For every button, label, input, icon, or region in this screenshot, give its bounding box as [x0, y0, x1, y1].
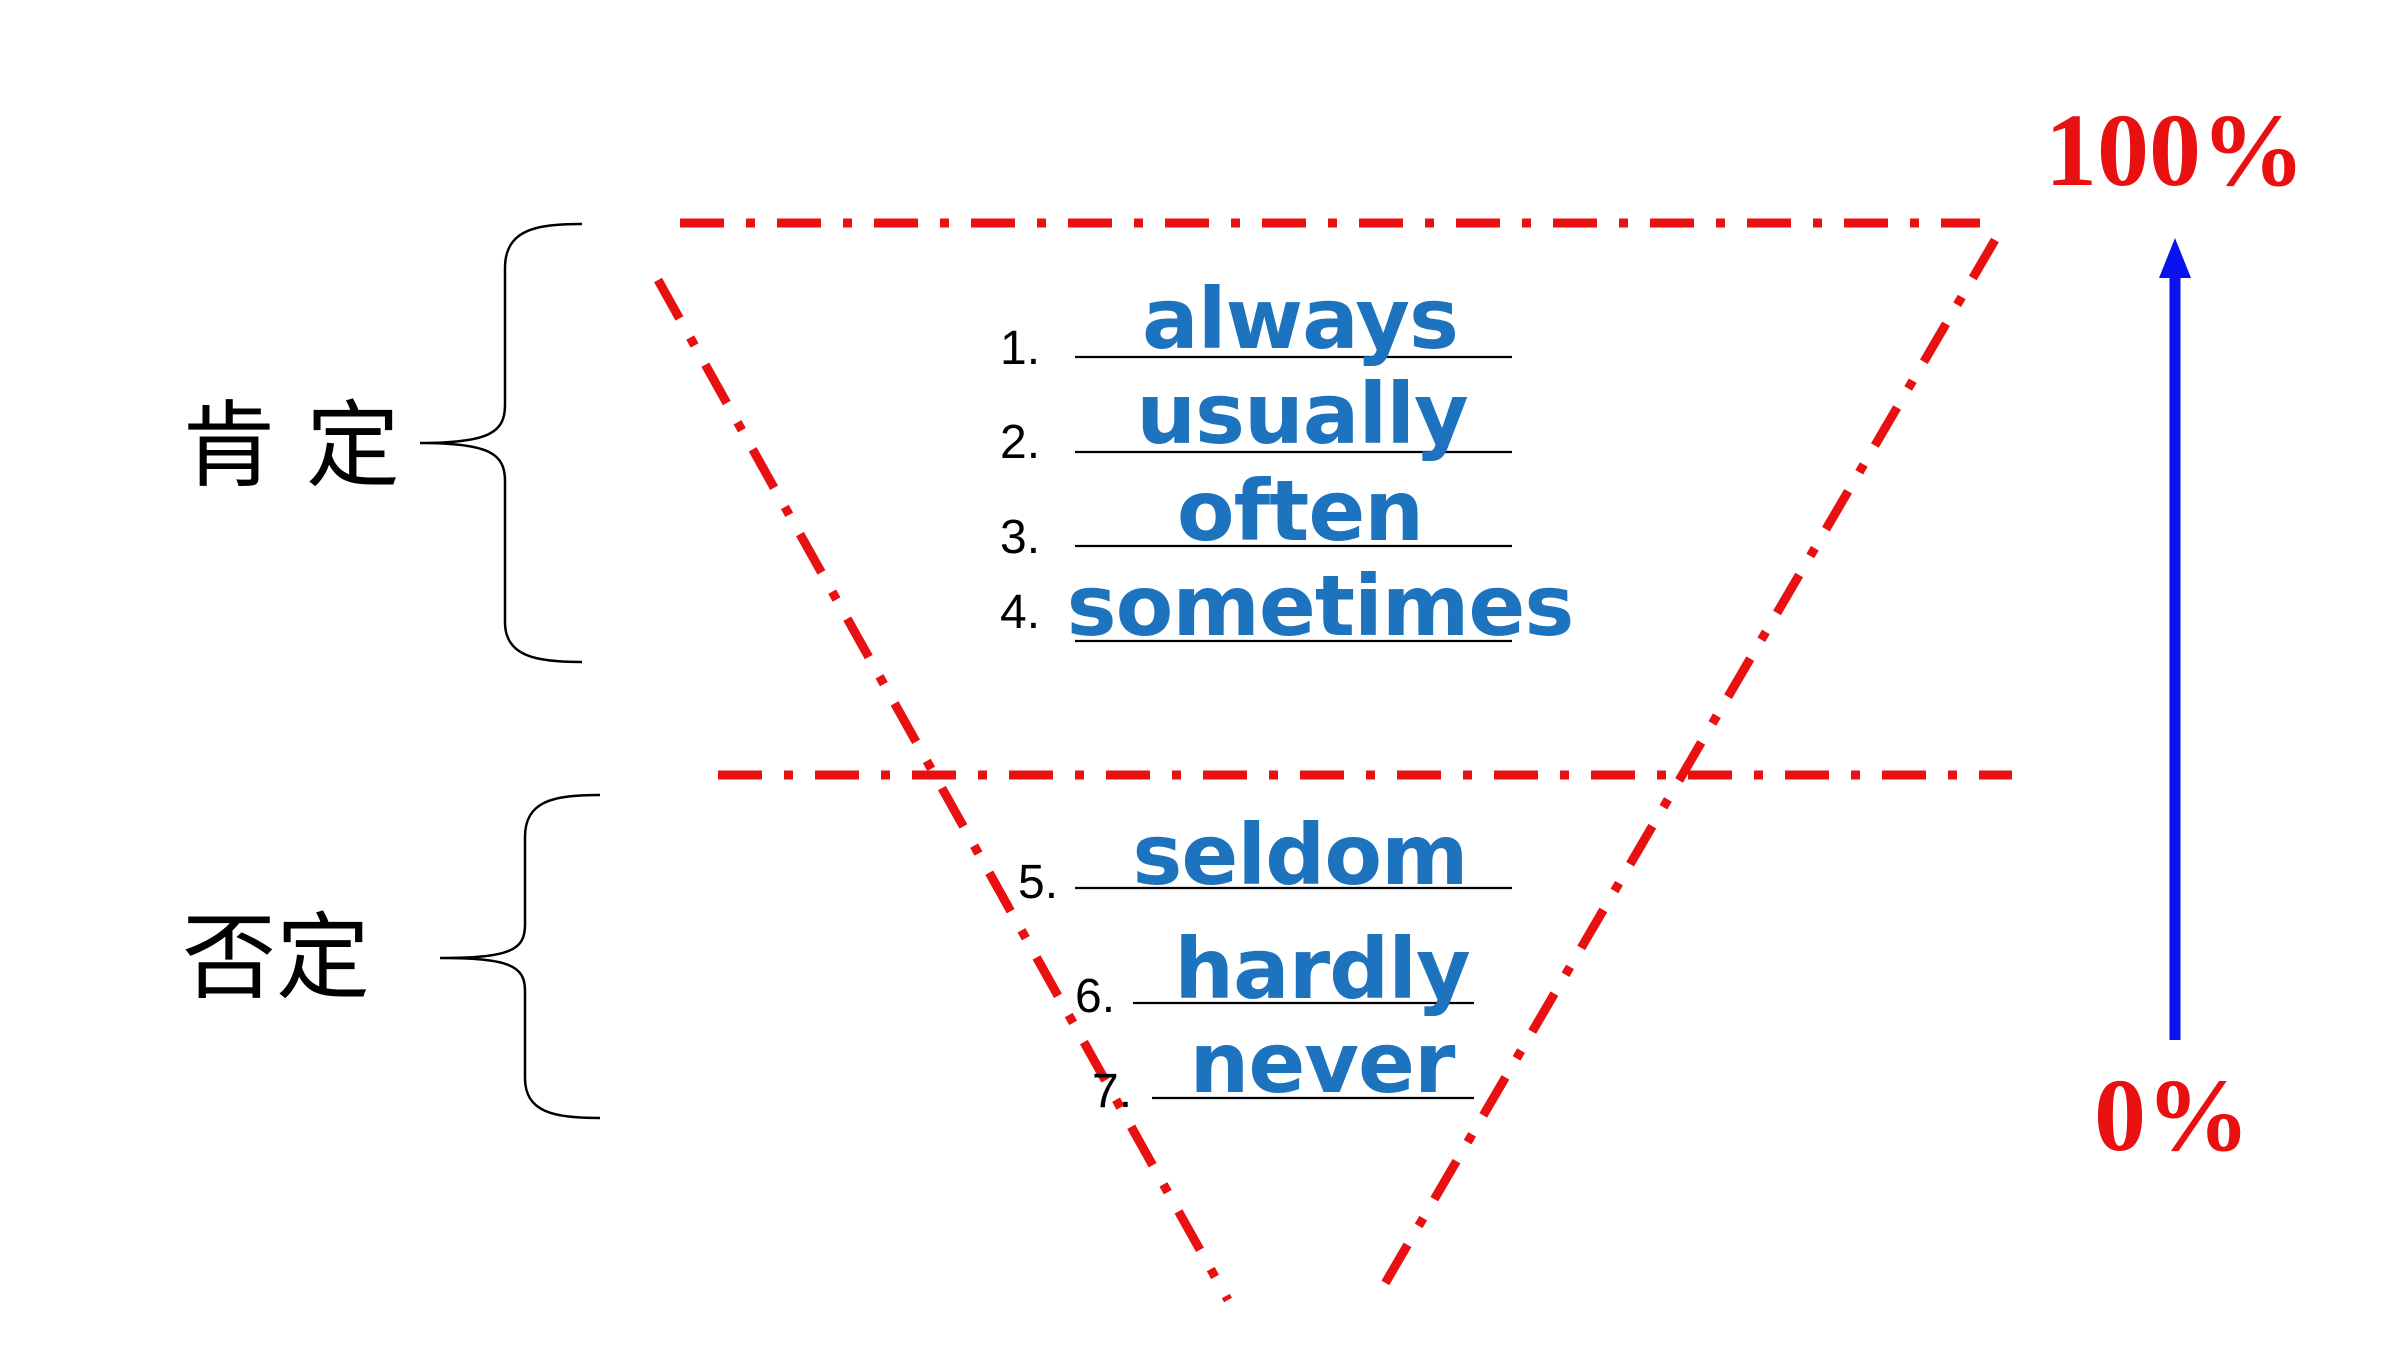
answer-word-seldom: seldom	[1132, 806, 1467, 904]
negative-group-label: 否定	[182, 904, 370, 1013]
item-number-2: 2.	[1000, 416, 1040, 469]
positive-group-brace	[419, 222, 583, 664]
answer-word-always: always	[1142, 270, 1458, 368]
item-number-6: 6.	[1075, 970, 1115, 1023]
positive-group-label: 肯 定	[182, 392, 400, 501]
answer-word-often: often	[1177, 462, 1423, 560]
answer-word-usually: usually	[1136, 365, 1468, 463]
item-number-5: 5.	[1018, 856, 1058, 909]
answer-word-never: never	[1190, 1014, 1456, 1112]
scale-bottom-label: 0%	[2094, 1058, 2250, 1173]
item-number-7: 7.	[1092, 1065, 1132, 1118]
answer-word-sometimes: sometimes	[1067, 557, 1574, 655]
right-funnel-side	[1376, 237, 1999, 1295]
item-number-1: 1.	[1000, 322, 1040, 375]
item-number-3: 3.	[1000, 511, 1040, 564]
item-number-4: 4.	[1000, 586, 1040, 639]
negative-group-brace	[439, 793, 601, 1120]
scale-top-label: 100%	[2045, 93, 2305, 208]
answer-word-hardly: hardly	[1174, 920, 1470, 1018]
left-funnel-side	[654, 277, 1232, 1303]
